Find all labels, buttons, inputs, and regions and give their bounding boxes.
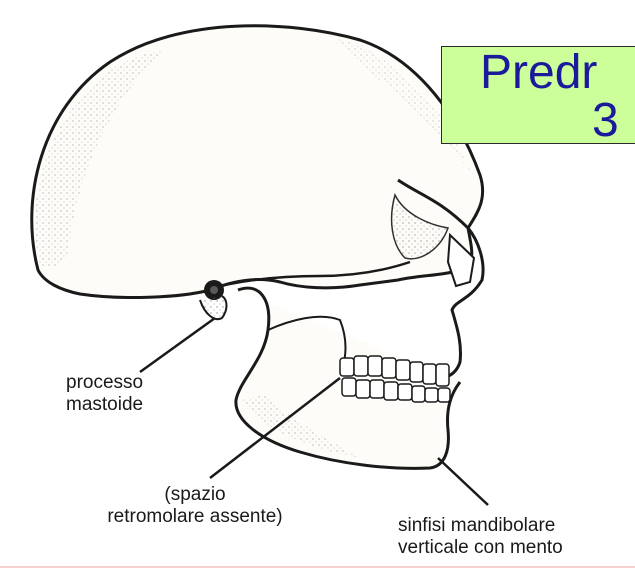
label-mastoid-line-2: mastoide bbox=[66, 394, 196, 416]
symphysis-leader bbox=[438, 458, 488, 505]
label-symphysis-line-2: verticale con mento bbox=[398, 537, 630, 559]
label-retromolar-space: (spazio retromolare assente) bbox=[70, 484, 320, 528]
title-line-2: 3 bbox=[592, 97, 619, 144]
label-mastoid-line-1: processo bbox=[66, 372, 196, 394]
label-retromolar-line-2: retromolare assente) bbox=[70, 506, 320, 528]
mastoid-leader bbox=[140, 318, 215, 372]
label-symphysis-line-1: sinfisi mandibolare bbox=[398, 515, 630, 537]
label-retromolar-line-1: (spazio bbox=[70, 484, 320, 506]
label-mastoid-process: processo mastoide bbox=[66, 372, 196, 416]
mastoid-process bbox=[200, 296, 227, 319]
label-mandibular-symphysis: sinfisi mandibolare verticale con mento bbox=[398, 515, 630, 559]
title-box: Predr 3 bbox=[441, 46, 635, 144]
title-line-1: Predr bbox=[480, 49, 597, 97]
